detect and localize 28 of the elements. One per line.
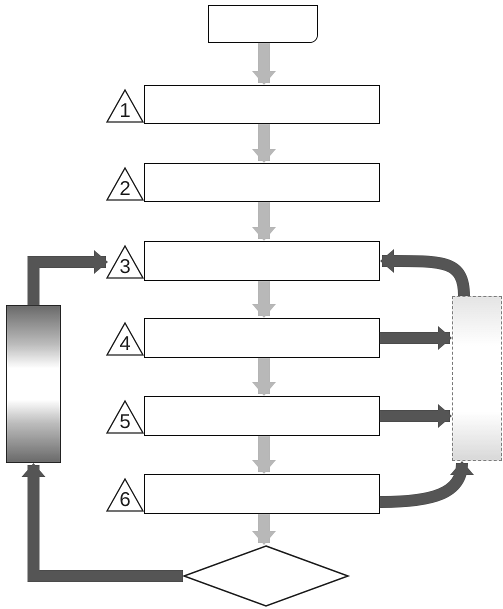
step-triangle xyxy=(106,400,144,434)
block-arrow xyxy=(22,463,183,582)
decision-diamond xyxy=(183,545,349,607)
block-arrow xyxy=(380,404,452,428)
block-arrow xyxy=(252,436,276,474)
block-arrow xyxy=(252,43,276,85)
step-number: 1 xyxy=(119,100,131,122)
step-number: 6 xyxy=(119,488,131,512)
block-arrow xyxy=(380,248,470,296)
step-number: 2 xyxy=(119,178,131,200)
step-triangle xyxy=(106,89,144,123)
block-arrow xyxy=(380,326,452,350)
step-triangle xyxy=(106,167,144,201)
block-arrow xyxy=(252,358,276,396)
tank xyxy=(6,305,61,463)
document-box xyxy=(208,5,318,43)
step-number: 5 xyxy=(119,410,131,434)
block-arrow xyxy=(252,124,276,163)
block-arrow xyxy=(252,281,276,318)
step-number: 4 xyxy=(119,332,131,356)
step-triangle xyxy=(106,322,144,356)
block-arrow xyxy=(252,514,276,545)
step-triangle xyxy=(106,245,144,279)
step-triangle xyxy=(106,478,144,512)
block-arrow xyxy=(252,202,276,241)
block-arrow xyxy=(380,461,473,508)
step-number: 3 xyxy=(119,256,131,278)
collection-box xyxy=(452,296,502,461)
